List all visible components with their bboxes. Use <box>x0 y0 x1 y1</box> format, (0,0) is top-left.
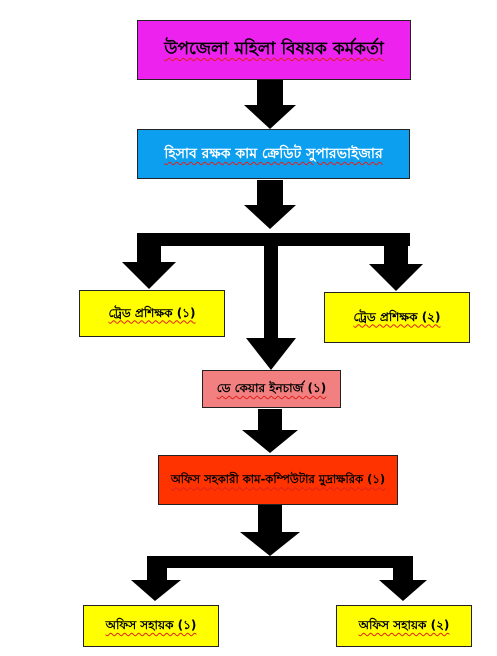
node-upazila-officer: উপজেলা মহিলা বিষয়ক কর্মকর্তা <box>137 20 411 80</box>
node-label: অফিস সহায়ক (১) <box>105 618 197 633</box>
node-label: ট্রেড প্রশিক্ষক (১) <box>108 305 196 320</box>
arrow-branch-bottom-left <box>131 568 181 601</box>
arrow-center <box>246 246 296 370</box>
arrow-down-4 <box>240 505 300 556</box>
node-label: উপজেলা মহিলা বিষয়ক কর্মকর্তা <box>164 39 384 60</box>
arrow-branch-bottom-right <box>379 568 427 601</box>
node-label: ডে কেয়ার ইনচার্জ (১) <box>216 381 327 396</box>
node-office-assistant-typist: অফিস সহকারী কাম-কম্পিউটার মুদ্রাক্ষরিক (… <box>158 455 398 505</box>
node-daycare-incharge: ডে কেয়ার ইনচার্জ (১) <box>202 370 341 408</box>
arrow-branch-left <box>122 246 176 289</box>
branch-bar-2 <box>147 556 413 568</box>
branch-bar-1 <box>137 233 410 246</box>
node-trade-instructor-1: ট্রেড প্রশিক্ষক (১) <box>79 290 225 337</box>
node-label: অফিস সহায়ক (২) <box>358 618 450 633</box>
node-trade-instructor-2: ট্রেড প্রশিক্ষক (২) <box>324 292 470 343</box>
node-accountant: হিসাব রক্ষক কাম ক্রেডিট সুপারভাইজার <box>137 129 410 179</box>
node-label: হিসাব রক্ষক কাম ক্রেডিট সুপারভাইজার <box>164 145 383 162</box>
arrow-branch-right <box>369 246 423 291</box>
node-label: ট্রেড প্রশিক্ষক (২) <box>353 309 441 324</box>
arrow-down-1 <box>244 80 296 129</box>
node-label: অফিস সহকারী কাম-কম্পিউটার মুদ্রাক্ষরিক (… <box>170 472 386 487</box>
arrow-down-3 <box>242 409 298 453</box>
arrow-down-2 <box>244 180 296 229</box>
node-office-helper-1: অফিস সহায়ক (১) <box>83 605 219 647</box>
node-office-helper-2: অফিস সহায়ক (২) <box>336 605 472 647</box>
